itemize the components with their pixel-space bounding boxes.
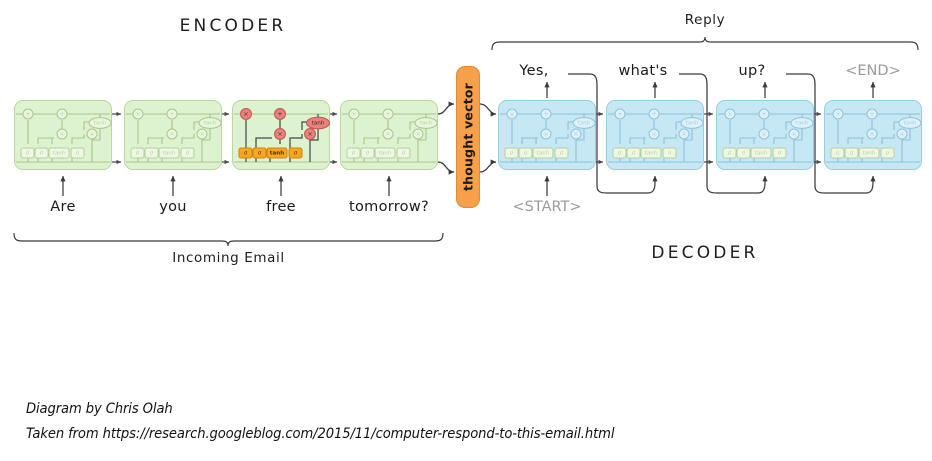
encoder-cell-4 <box>340 100 438 170</box>
decoder-cell-2 <box>606 100 704 170</box>
caption-line-1: Diagram by Chris Olah <box>26 400 173 417</box>
encoder-cell-2 <box>124 100 222 170</box>
decoder-cell-4 <box>824 100 922 170</box>
decoder-title: DECODER <box>651 243 759 263</box>
encoder-input-arrows <box>60 175 392 196</box>
encoder-input-word-2: you <box>159 199 187 215</box>
encoder-to-thought-vector <box>437 101 455 175</box>
reply-bracket <box>491 36 919 51</box>
decoder-cell-1 <box>498 100 596 170</box>
encoder-input-word-4: tomorrow? <box>348 199 430 215</box>
encoder-input-word-3: free <box>266 199 296 215</box>
incoming-email-bracket-label: Incoming Email <box>172 250 285 266</box>
decoder-output-arrows <box>544 81 876 98</box>
reply-bracket-label: Reply <box>684 12 726 28</box>
decoder-output-word-1: Yes, <box>519 63 549 79</box>
decoder-start-token: <START> <box>512 199 582 215</box>
caption-line-2: Taken from https://research.googleblog.c… <box>26 425 615 442</box>
thought-vector-block: thought vector <box>456 66 480 208</box>
figure-caption: Diagram by Chris Olah Taken from https:/… <box>26 396 614 446</box>
decoder-output-word-2: what's <box>618 63 668 79</box>
decoder-cell-3 <box>716 100 814 170</box>
incoming-email-bracket <box>13 232 444 247</box>
thought-vector-to-decoder <box>479 103 497 173</box>
encoder-input-word-1: Are <box>50 199 76 215</box>
thought-vector-label: thought vector <box>460 82 476 192</box>
encoder-title: ENCODER <box>179 16 287 36</box>
encoder-cell-3-highlighted <box>232 100 330 170</box>
decoder-output-word-4-end-token: <END> <box>845 63 901 79</box>
encoder-cell-1 <box>14 100 112 170</box>
decoder-output-word-3: up? <box>738 63 766 79</box>
